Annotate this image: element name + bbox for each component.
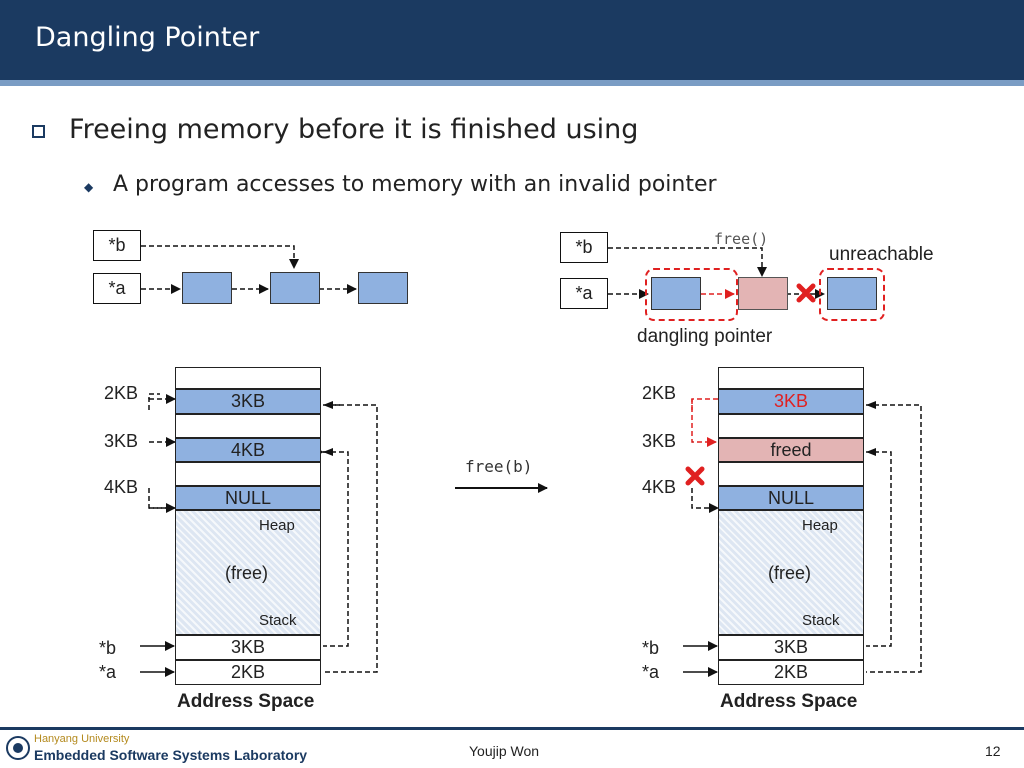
addr-2kb-left: 2KB <box>104 383 139 403</box>
address-space-caption-right: Address Space <box>720 691 858 712</box>
stack-ptr-a-left: *a <box>99 662 117 682</box>
mem-block-3kb-dangling: 3KB <box>718 389 864 414</box>
lab-name: Embedded Software Systems Laboratory <box>34 747 308 763</box>
mem-block-3kb: 3KB <box>175 389 321 414</box>
addr-4kb-right: 4KB <box>642 477 677 497</box>
list-node-1 <box>182 272 232 304</box>
free-label: (free) <box>768 563 812 583</box>
ptr-b-box-after: *b <box>560 232 608 263</box>
square-bullet-icon <box>32 125 45 138</box>
stack-ptr-b-left: *b <box>99 638 117 658</box>
slide-footer: Hanyang University Embedded Software Sys… <box>0 730 1024 768</box>
stack-slot-b: 3KB <box>175 635 321 660</box>
heap-free-region <box>175 510 321 635</box>
list-node-1-after <box>651 277 701 310</box>
freed-node <box>738 277 788 310</box>
mem-slot <box>718 414 864 438</box>
university-seal-icon <box>6 736 30 760</box>
addr-4kb-left: 4KB <box>104 477 139 497</box>
addr-3kb-left: 3KB <box>104 431 139 451</box>
address-space-left: 3KB 4KB NULL Heap (free) Stack 3KB 2KB <box>175 367 321 687</box>
address-space-caption-left: Address Space <box>177 691 315 712</box>
bullet-main: Freeing memory before it is finished usi… <box>69 114 639 145</box>
ptr-a-box: *a <box>93 273 141 304</box>
header-divider <box>0 80 1024 86</box>
slide-title: Dangling Pointer <box>35 22 260 53</box>
mem-block-null: NULL <box>175 486 321 510</box>
unreachable-label: unreachable <box>829 244 934 265</box>
bullet-sub: A program accesses to memory with an inv… <box>113 172 717 197</box>
footer-divider <box>0 727 1024 730</box>
page-number: 12 <box>985 743 1001 759</box>
broken-pointer-x-icon <box>685 466 705 486</box>
mem-slot-top <box>175 367 321 389</box>
unreachable-highlight <box>819 268 885 321</box>
free-b-call: free(b) <box>465 457 533 476</box>
diamond-bullet-icon: ◆ <box>84 180 94 194</box>
mem-block-null: NULL <box>718 486 864 510</box>
stack-slot-a: 2KB <box>175 660 321 685</box>
university-name: Hanyang University <box>34 733 130 745</box>
mem-block-4kb: 4KB <box>175 438 321 462</box>
list-node-3-after <box>827 277 877 310</box>
address-space-right: 3KB freed NULL Heap (free) Stack 3KB 2KB <box>718 367 864 687</box>
stack-label: Stack <box>259 612 297 629</box>
dangling-pointer-label: dangling pointer <box>637 326 773 347</box>
broken-link-x-icon <box>796 283 816 303</box>
mem-block-freed: freed <box>718 438 864 462</box>
stack-slot-a: 2KB <box>718 660 864 685</box>
stack-ptr-b-right: *b <box>642 638 660 658</box>
author-name: Youjip Won <box>469 743 540 759</box>
heap-label: Heap <box>802 517 838 534</box>
mem-slot <box>718 462 864 486</box>
stack-ptr-a-right: *a <box>642 662 660 682</box>
stack-label: Stack <box>802 612 840 629</box>
mem-slot-top <box>718 367 864 389</box>
list-node-2 <box>270 272 320 304</box>
free-call-label: free() <box>714 230 769 248</box>
heap-label: Heap <box>259 517 295 534</box>
dangling-highlight <box>645 268 738 321</box>
mem-slot <box>175 414 321 438</box>
ptr-b-box: *b <box>93 230 141 261</box>
heap-free-region <box>718 510 864 635</box>
slide-header <box>0 0 1024 80</box>
addr-3kb-right: 3KB <box>642 431 677 451</box>
addr-2kb-right: 2KB <box>642 383 677 403</box>
free-label: (free) <box>225 563 269 583</box>
mem-slot <box>175 462 321 486</box>
ptr-a-box-after: *a <box>560 278 608 309</box>
stack-slot-b: 3KB <box>718 635 864 660</box>
list-node-3 <box>358 272 408 304</box>
